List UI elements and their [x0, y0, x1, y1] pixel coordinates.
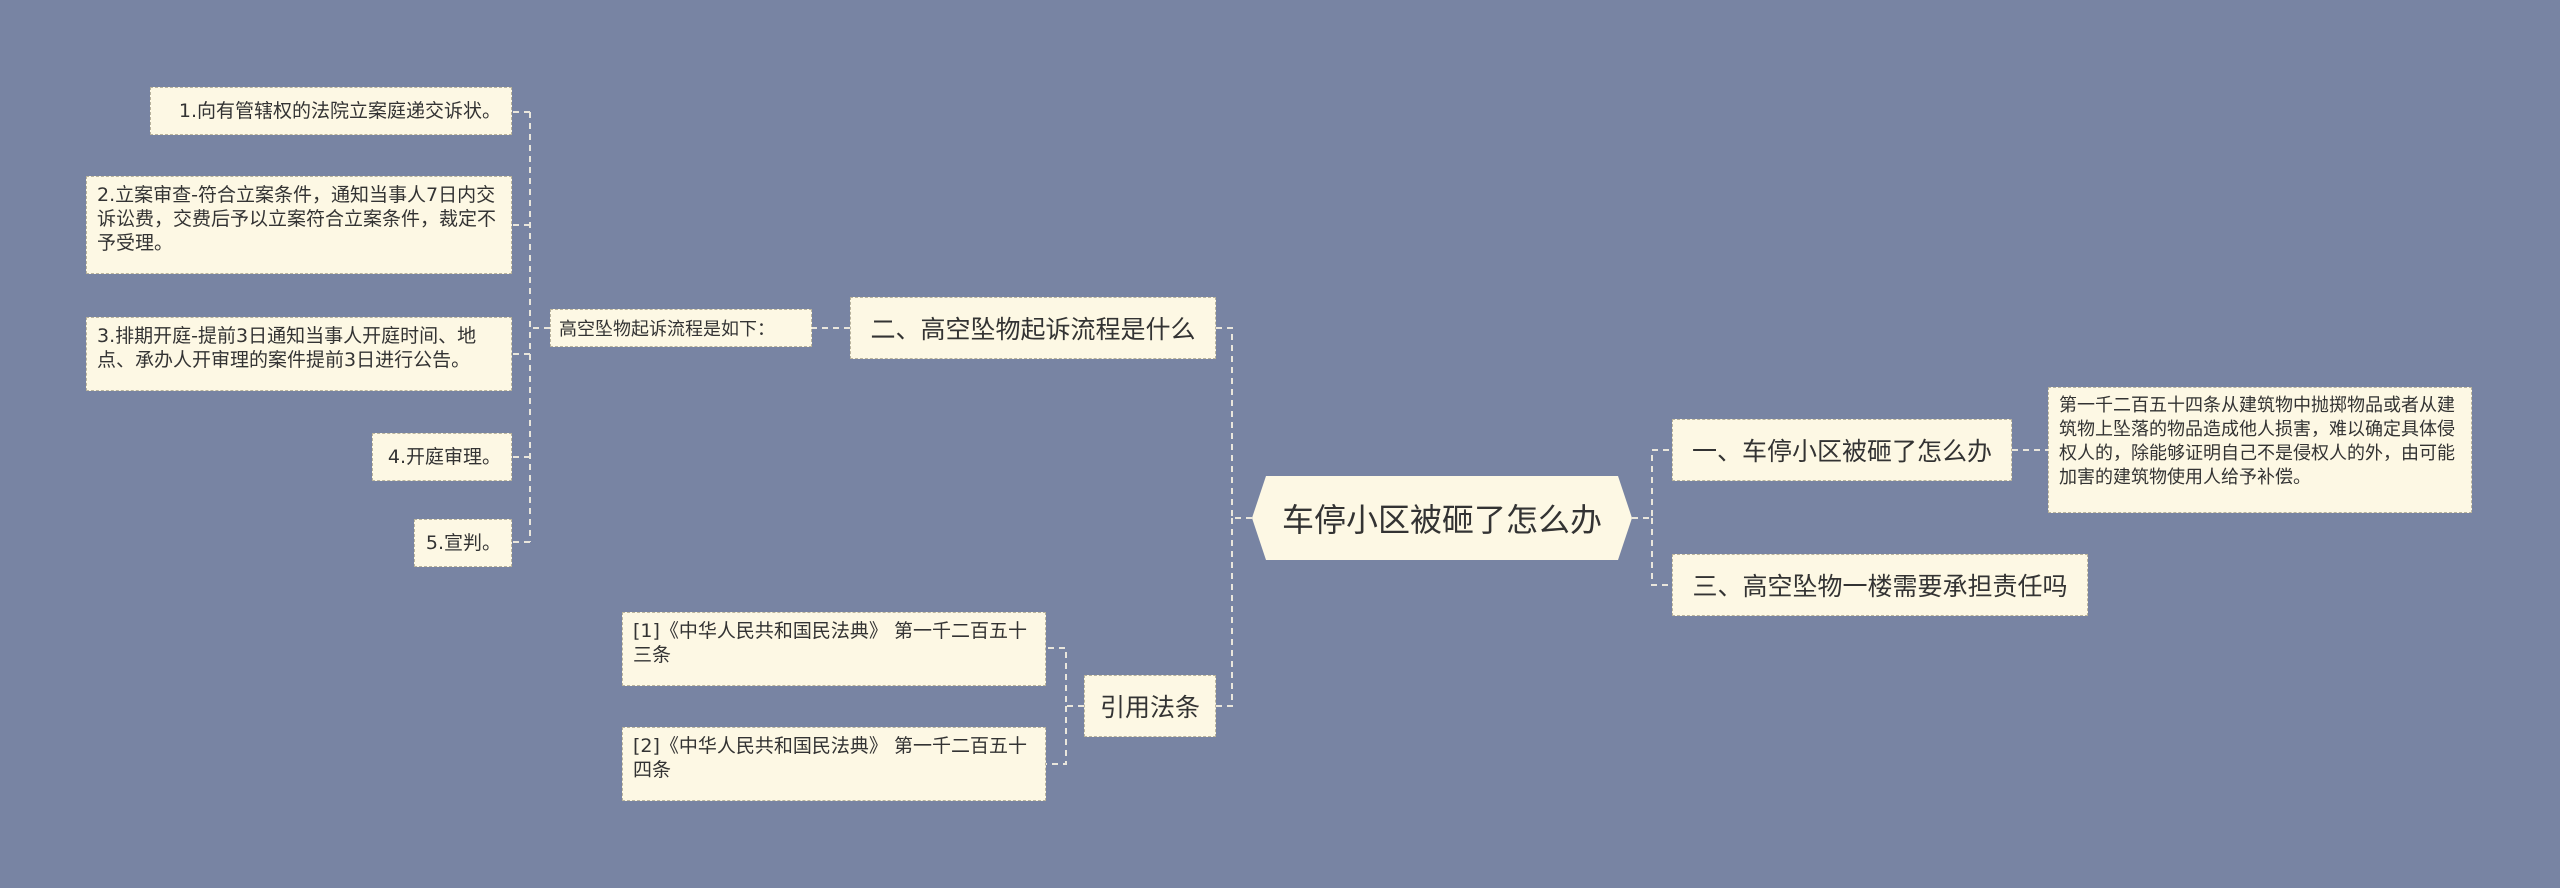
branch-ground-floor-liability[interactable]: 三、高空坠物一楼需要承担责任吗	[1672, 554, 2088, 616]
lawsuit-process-intro[interactable]: 高空坠物起诉流程是如下：	[550, 309, 812, 347]
process-step-2[interactable]: 2.立案审查-符合立案条件，通知当事人7日内交诉讼费，交费后予以立案符合立案条件…	[86, 176, 512, 274]
central-topic[interactable]: 车停小区被砸了怎么办	[1252, 476, 1632, 560]
process-step-1[interactable]: 1.向有管辖权的法院立案庭递交诉状。	[150, 87, 512, 135]
cited-law-2[interactable]: [2]《中华人民共和国民法典》 第一千二百五十四条	[622, 727, 1046, 801]
branch-cited-laws[interactable]: 引用法条	[1084, 675, 1216, 737]
branch-lawsuit-process[interactable]: 二、高空坠物起诉流程是什么	[850, 297, 1216, 359]
process-step-4[interactable]: 4.开庭审理。	[372, 433, 512, 481]
branch-collision-what-to-do[interactable]: 一、车停小区被砸了怎么办	[1672, 419, 2012, 481]
process-step-3[interactable]: 3.排期开庭-提前3日通知当事人开庭时间、地点、承办人开审理的案件提前3日进行公…	[86, 317, 512, 391]
process-step-5[interactable]: 5.宣判。	[414, 519, 512, 567]
cited-law-1[interactable]: [1]《中华人民共和国民法典》 第一千二百五十三条	[622, 612, 1046, 686]
branch-collision-detail[interactable]: 第一千二百五十四条从建筑物中抛掷物品或者从建筑物上坠落的物品造成他人损害，难以确…	[2048, 387, 2472, 513]
